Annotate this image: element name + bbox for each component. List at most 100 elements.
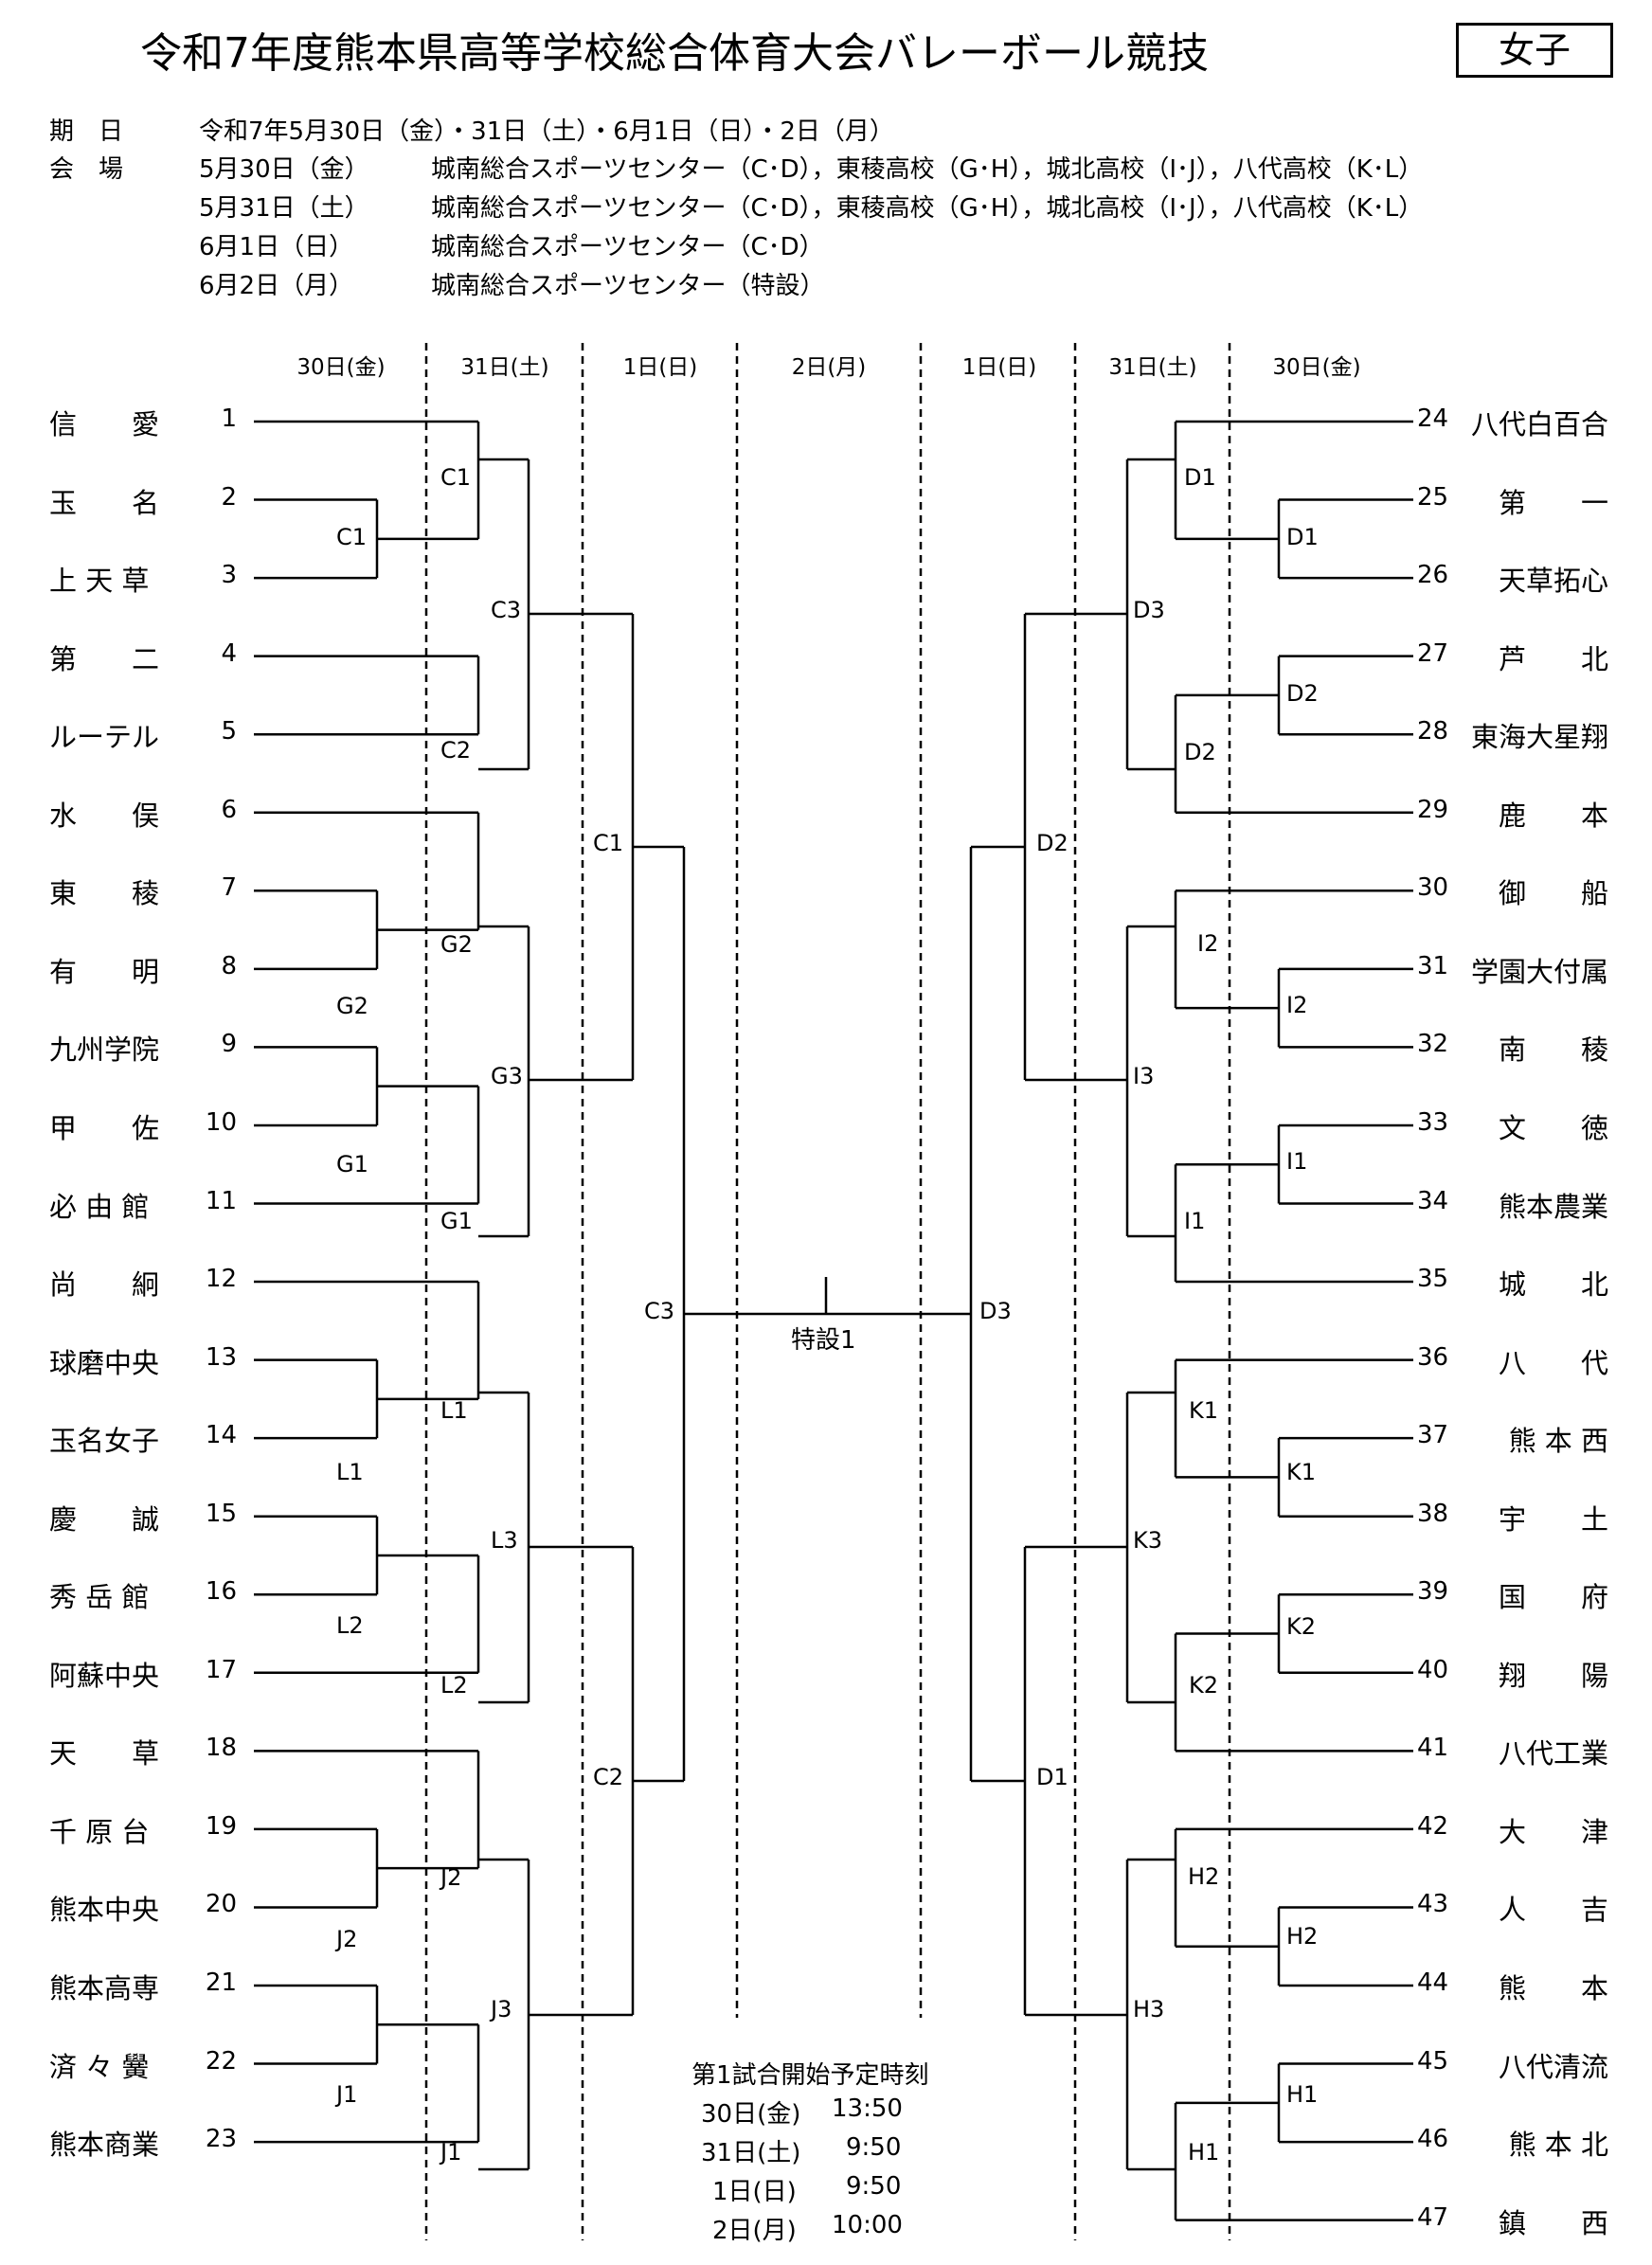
team-name-right: 八代白百合 — [1470, 408, 1608, 440]
start-time-day: 1日(日) — [712, 2178, 797, 2206]
team-name-right: 翔 陽 — [1498, 1659, 1608, 1692]
team-name-right: 熊 本 — [1498, 1972, 1608, 2004]
team-number-left: 13 — [205, 1342, 237, 1372]
match-label: H2 — [1188, 1863, 1220, 1890]
team-number-left: 18 — [205, 1734, 237, 1763]
team-number-left: 11 — [205, 1186, 237, 1215]
match-label: D1 — [1286, 524, 1319, 550]
match-label: J1 — [440, 2139, 462, 2166]
team-name-right: 熊 本 西 — [1508, 1425, 1608, 1458]
venue-place: 城南総合スポーツセンター（C･D），東稜高校（G･H），城北高校（I･J），八代… — [431, 155, 1424, 184]
match-label: I1 — [1184, 1208, 1206, 1234]
team-name-left: 済 々 黌 — [49, 2050, 150, 2083]
team-name-left: 熊本商業 — [49, 2129, 160, 2162]
venue-place: 城南総合スポーツセンター（特設） — [431, 272, 825, 300]
team-name-left: 熊本中央 — [49, 1894, 160, 1927]
day-header: 31日(土) — [1108, 355, 1197, 380]
team-number-right: 26 — [1417, 561, 1449, 590]
team-number-right: 40 — [1417, 1655, 1449, 1684]
team-name-left: 慶 誠 — [49, 1502, 160, 1536]
venue-date: 6月1日（日） — [199, 233, 354, 261]
category-badge: 女子 — [1456, 23, 1613, 78]
team-number-right: 33 — [1417, 1107, 1449, 1137]
team-name-left: 必 由 館 — [49, 1190, 150, 1223]
match-label: C1 — [440, 464, 472, 491]
start-time-day: 31日(土) — [701, 2139, 801, 2167]
match-label: C3 — [491, 597, 522, 623]
team-number-right: 25 — [1417, 482, 1449, 512]
team-number-right: 35 — [1417, 1265, 1449, 1294]
team-number-left: 12 — [205, 1265, 237, 1294]
team-number-right: 47 — [1417, 2202, 1449, 2232]
team-number-right: 42 — [1417, 1811, 1449, 1841]
team-number-right: 32 — [1417, 1030, 1449, 1059]
venue-place: 城南総合スポーツセンター（C･D），東稜高校（G･H），城北高校（I･J），八代… — [431, 194, 1424, 223]
venue-date: 5月30日（金） — [199, 155, 369, 184]
start-time-value: 10:00 — [832, 2211, 903, 2239]
team-name-left: 尚 絅 — [49, 1268, 160, 1302]
team-name-right: 南 稜 — [1498, 1034, 1608, 1067]
venue-date: 5月31日（土） — [199, 194, 369, 223]
team-number-right: 41 — [1417, 1734, 1449, 1763]
team-name-left: 上 天 草 — [49, 565, 150, 598]
start-time-value: 9:50 — [846, 2133, 902, 2162]
team-number-right: 46 — [1417, 2125, 1449, 2154]
team-number-left: 7 — [221, 873, 237, 903]
team-name-left: 球磨中央 — [49, 1346, 160, 1379]
team-number-right: 44 — [1417, 1968, 1449, 1997]
team-name-left: 水 俣 — [49, 799, 160, 832]
team-name-left: ルーテル — [49, 721, 160, 754]
match-label: L2 — [440, 1672, 468, 1699]
team-number-right: 24 — [1417, 404, 1449, 433]
team-number-right: 37 — [1417, 1421, 1449, 1450]
team-name-right: 文 徳 — [1498, 1111, 1608, 1144]
match-label: H3 — [1133, 1996, 1165, 2022]
day-header: 30日(金) — [296, 355, 386, 380]
team-name-left: 秀 岳 館 — [49, 1581, 150, 1614]
match-label: H1 — [1286, 2081, 1319, 2108]
team-name-right: 国 府 — [1498, 1581, 1608, 1614]
match-label: L2 — [336, 1612, 364, 1639]
match-label: H2 — [1286, 1923, 1319, 1950]
team-number-left: 3 — [221, 561, 237, 590]
team-name-right: 大 津 — [1498, 1815, 1608, 1848]
venue-place: 城南総合スポーツセンター（C･D） — [431, 233, 824, 261]
team-name-left: 玉 名 — [49, 486, 160, 519]
team-name-right: 人 吉 — [1498, 1894, 1608, 1927]
match-label: G2 — [336, 993, 368, 1019]
team-name-right: 学園大付属 — [1470, 955, 1608, 988]
team-number-left: 1 — [221, 404, 237, 433]
team-number-left: 17 — [205, 1655, 237, 1684]
team-name-right: 御 船 — [1498, 877, 1608, 910]
match-label: L1 — [336, 1459, 364, 1485]
match-label: D3 — [979, 1298, 1012, 1324]
team-name-right: 八代工業 — [1498, 1737, 1608, 1771]
team-number-right: 30 — [1417, 873, 1449, 903]
day-header: 30日(金) — [1272, 355, 1361, 380]
match-label: L1 — [440, 1397, 468, 1424]
team-name-right: 城 北 — [1498, 1268, 1608, 1302]
match-label: H1 — [1188, 2139, 1220, 2166]
team-number-left: 10 — [205, 1107, 237, 1137]
team-name-left: 天 草 — [49, 1737, 160, 1771]
start-time-title: 第1試合開始予定時刻 — [691, 2061, 929, 2090]
team-number-left: 2 — [221, 482, 237, 512]
team-name-left: 甲 佐 — [49, 1111, 160, 1144]
match-label: K2 — [1286, 1613, 1317, 1640]
day-header: 31日(土) — [460, 355, 549, 380]
team-name-left: 東 稜 — [49, 877, 160, 910]
team-number-right: 34 — [1417, 1186, 1449, 1215]
start-time-day: 30日(金) — [701, 2100, 801, 2129]
match-label: C3 — [644, 1298, 675, 1324]
day-header: 1日(日) — [622, 355, 698, 380]
team-number-right: 36 — [1417, 1342, 1449, 1372]
team-number-left: 9 — [221, 1030, 237, 1059]
team-name-left: 九州学院 — [49, 1034, 160, 1067]
match-label: C2 — [593, 1764, 624, 1790]
team-name-right: 宇 土 — [1498, 1502, 1608, 1536]
team-number-right: 39 — [1417, 1577, 1449, 1607]
page-title: 令和7年度熊本県高等学校総合体育大会バレーボール競技 — [140, 29, 1209, 78]
team-name-right: 東海大星翔 — [1470, 721, 1608, 754]
match-label: C2 — [440, 737, 472, 764]
venue-date: 6月2日（月） — [199, 272, 354, 300]
